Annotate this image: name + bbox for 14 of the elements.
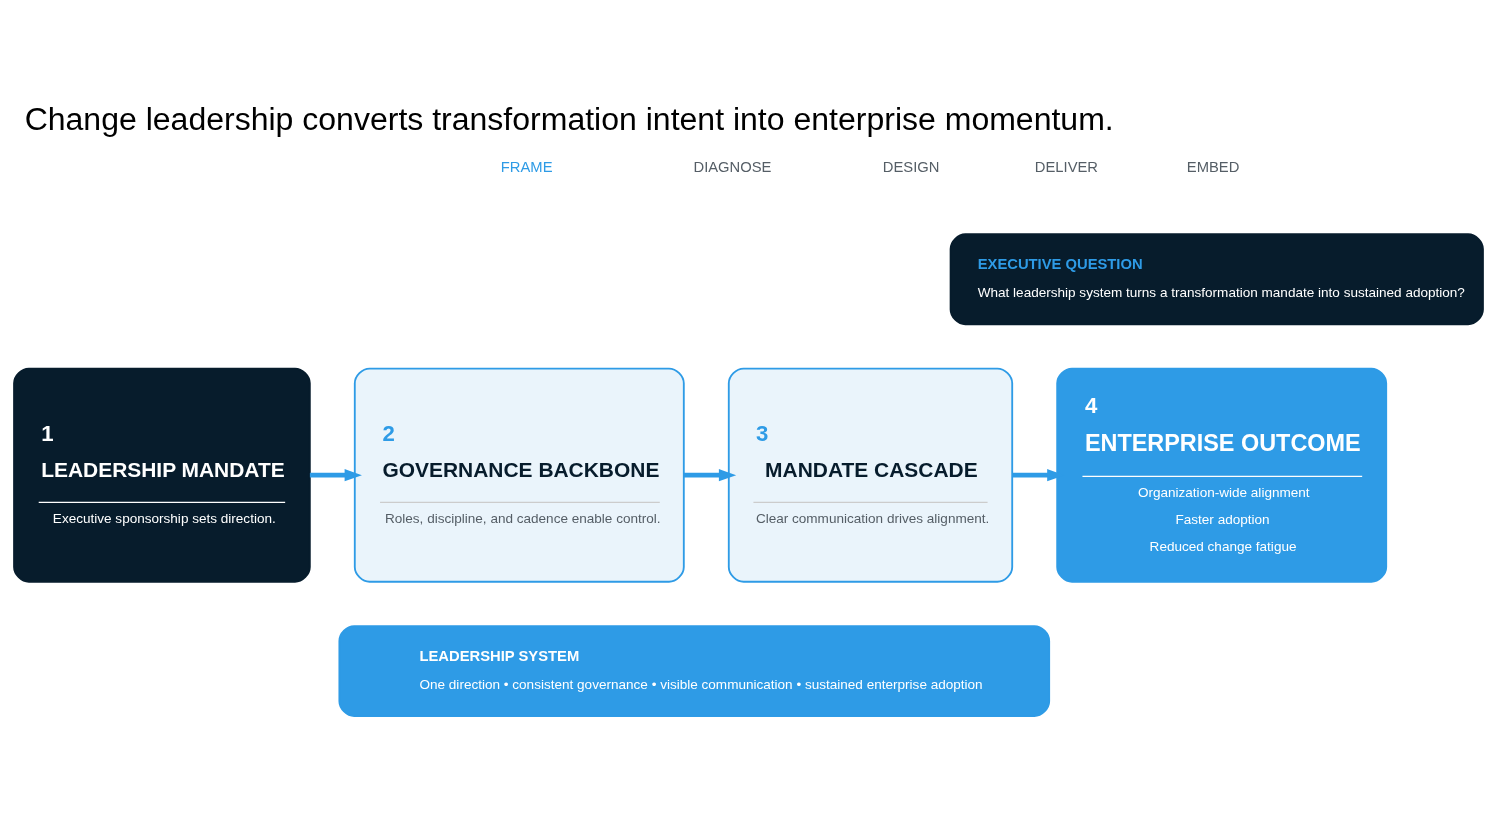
- node-box: LEADERSHIP SYSTEM One direction • consistent governance • visible communication • sustained enterprise adoption: [338, 624, 1051, 717]
- arrow: [683, 468, 737, 481]
- label: FRAME: [500, 158, 553, 175]
- node-box: 1 LEADERSHIP MANDATE Executive sponsorship sets direction.: [13, 367, 311, 583]
- arrow: [309, 468, 362, 481]
- label: DIAGNOSE: [693, 158, 772, 175]
- label: EMBED: [1186, 158, 1240, 175]
- label: DESIGN: [882, 158, 940, 175]
- node-box: 3 MANDATE CASCADE Clear communication drives alignment.: [727, 367, 1014, 583]
- node-box: 2 GOVERNANCE BACKBONE Roles, discipline, and cadence enable control.: [353, 367, 685, 583]
- diagram-title: Change leadership converts transformation intent into enterprise momentum.: [24, 100, 1114, 137]
- node-box: 4 ENTERPRISE OUTCOME Organization-wide alignment Faster adoption Reduced change fatigue: [1056, 367, 1388, 583]
- node-box: EXECUTIVE QUESTION What leadership system turns a transformation mandate into sustained adoption?: [949, 232, 1484, 325]
- label: DELIVER: [1034, 158, 1099, 175]
